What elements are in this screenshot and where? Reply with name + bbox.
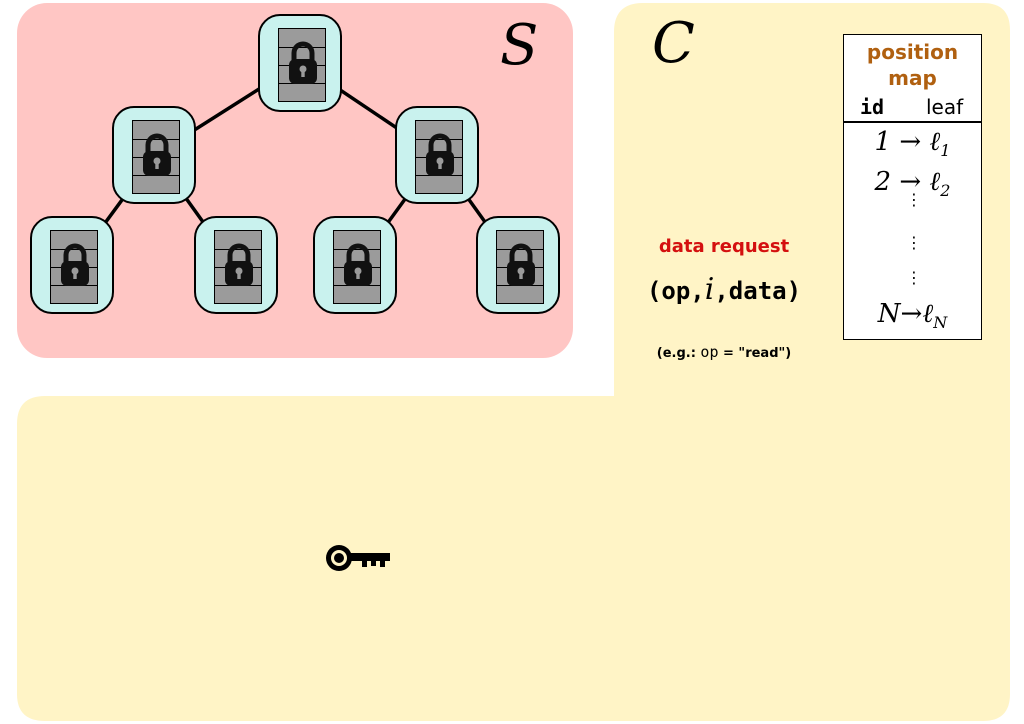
server-label: S	[500, 13, 539, 78]
tree-leaf-1	[30, 216, 114, 314]
key-icon	[326, 545, 390, 571]
data-request-tuple: (op,i,data)	[616, 272, 832, 307]
bucket	[496, 230, 544, 304]
header-rule	[844, 121, 981, 123]
bucket	[333, 230, 381, 304]
position-map-row: N→ℓN	[877, 299, 948, 333]
tuple-var: i	[704, 272, 715, 307]
tree-node-left	[112, 106, 196, 204]
padlock-icon	[289, 41, 317, 84]
position-map-title-line2: map	[888, 66, 937, 90]
client-label: C	[652, 11, 695, 76]
position-map-title: position map	[844, 39, 981, 91]
position-map-title-line1: position	[866, 40, 959, 64]
column-id-header: id	[860, 95, 885, 119]
ellipsis: ⋮	[906, 268, 922, 287]
padlock-icon	[344, 243, 372, 286]
column-leaf-header: leaf	[926, 95, 964, 119]
ellipsis: ⋮	[906, 190, 922, 209]
bucket	[415, 120, 463, 194]
example-rest: = "read")	[718, 346, 792, 361]
padlock-icon	[225, 243, 253, 286]
bucket	[278, 28, 326, 102]
bucket	[214, 230, 262, 304]
ellipsis: ⋮	[906, 233, 922, 252]
bucket	[132, 120, 180, 194]
example-prefix: (e.g.:	[656, 346, 701, 361]
data-request-title: data request	[658, 236, 790, 257]
example-op: op	[700, 343, 719, 361]
tree-node-right	[395, 106, 479, 204]
padlock-icon	[426, 133, 454, 176]
padlock-icon	[143, 133, 171, 176]
position-map: position map id leaf 1 → ℓ1 2 → ℓ2 N→ℓN	[843, 34, 982, 340]
tree-node-root	[258, 14, 342, 112]
tuple-close: ,data)	[714, 277, 802, 305]
tree-leaf-2	[194, 216, 278, 314]
position-map-row: 2 → ℓ2	[874, 167, 951, 201]
tree-leaf-3	[313, 216, 397, 314]
bucket	[50, 230, 98, 304]
tuple-open: (op,	[646, 277, 705, 305]
padlock-icon	[507, 243, 535, 286]
padlock-icon	[61, 243, 89, 286]
data-request-example: (e.g.: op = "read")	[616, 343, 832, 361]
position-map-row: 1 → ℓ1	[874, 127, 951, 161]
tree-leaf-4	[476, 216, 560, 314]
